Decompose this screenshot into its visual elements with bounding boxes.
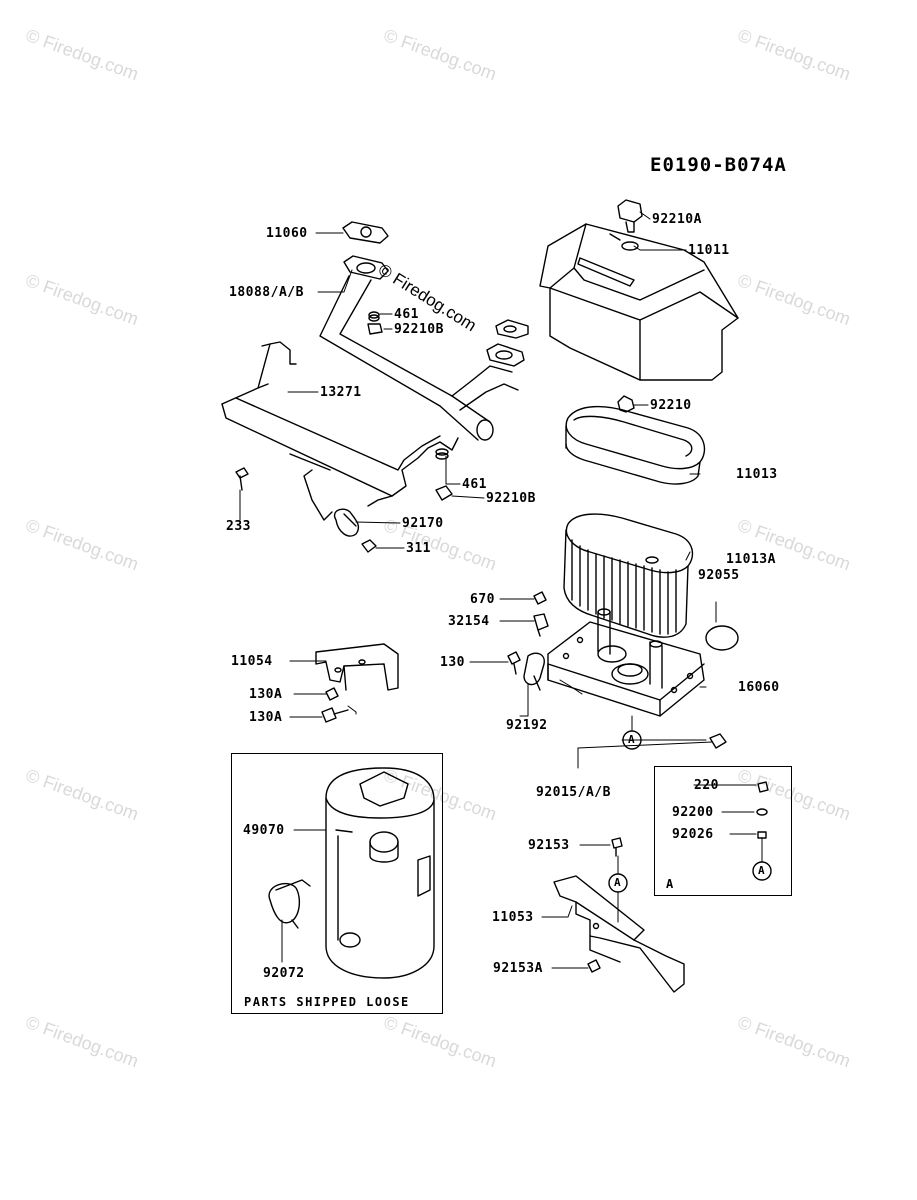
part-label-92210b-a: 92210B — [394, 322, 444, 337]
part-label-92170: 92170 — [402, 516, 444, 531]
bolt-233 — [235, 467, 249, 491]
part-label-461-b: 461 — [462, 477, 487, 492]
fitting-670 — [533, 591, 547, 605]
knob-92210a — [617, 199, 643, 233]
part-label-92210b-b: 92210B — [486, 491, 536, 506]
parts-shipped-loose-box — [231, 753, 443, 1014]
part-label-92072: 92072 — [263, 966, 305, 981]
nut-92210b-a — [367, 323, 383, 335]
oring-92055 — [705, 625, 739, 651]
inset-a-caption: A — [666, 877, 674, 891]
part-label-11054: 11054 — [231, 654, 273, 669]
exhaust-pipe-18088 — [319, 255, 529, 441]
fitting-32154 — [533, 613, 549, 637]
bracket-11054 — [315, 643, 399, 691]
washer-92200 — [756, 808, 768, 816]
part-label-49070: 49070 — [243, 823, 285, 838]
nut-461-a — [368, 311, 380, 322]
bracket-11053 — [553, 875, 685, 993]
nut-92210b-b — [435, 485, 453, 501]
part-label-11011: 11011 — [688, 243, 730, 258]
part-label-11053: 11053 — [492, 910, 534, 925]
bolt-92153a — [587, 959, 601, 973]
nut-311 — [361, 539, 377, 553]
part-label-18088: 18088/A/B — [229, 285, 304, 300]
part-label-220: 220 — [694, 778, 719, 793]
bolt-130 — [507, 651, 521, 675]
diagram-code: E0190-B074A — [650, 154, 787, 176]
callout-letter-inset: A — [758, 864, 766, 877]
bolt-92153 — [611, 837, 623, 857]
inset-a-box — [654, 766, 792, 896]
callout-letter-bracket: A — [614, 876, 622, 889]
cover-11011 — [539, 223, 739, 381]
foam-prefilter-11013 — [565, 405, 706, 485]
clamp-92072 — [268, 879, 311, 929]
part-label-233: 233 — [226, 519, 251, 534]
part-label-13271: 13271 — [320, 385, 362, 400]
part-label-461-a: 461 — [394, 307, 419, 322]
part-label-130a-1: 130A — [249, 687, 283, 702]
gasket-11060 — [342, 221, 389, 244]
leader-lines — [239, 211, 763, 969]
part-label-32154: 32154 — [448, 614, 490, 629]
part-label-92015: 92015/A/B — [536, 785, 611, 800]
bolt-130a-2 — [321, 707, 349, 723]
part-label-92210a: 92210A — [652, 212, 702, 227]
bolt-220 — [757, 781, 769, 793]
part-label-130a-2: 130A — [249, 710, 283, 725]
part-label-670: 670 — [470, 592, 495, 607]
muffler-49070 — [325, 767, 435, 979]
base-16060 — [547, 608, 705, 717]
part-label-92153: 92153 — [528, 838, 570, 853]
part-label-311: 311 — [406, 541, 431, 556]
nut-92015 — [709, 733, 727, 749]
part-label-92192: 92192 — [506, 718, 548, 733]
parts-shipped-loose-caption: PARTS SHIPPED LOOSE — [244, 995, 410, 1009]
part-label-92210: 92210 — [650, 398, 692, 413]
paper-element-11013a — [563, 513, 694, 638]
part-label-16060: 16060 — [738, 680, 780, 695]
hose-92192 — [523, 652, 545, 691]
part-label-11013a: 11013A — [726, 552, 776, 567]
part-label-92153a: 92153A — [493, 961, 543, 976]
part-label-11013: 11013 — [736, 467, 778, 482]
part-label-130: 130 — [440, 655, 465, 670]
clamp-92170 — [333, 508, 360, 537]
part-label-11060: 11060 — [266, 226, 308, 241]
part-label-92055: 92055 — [698, 568, 740, 583]
part-label-92200: 92200 — [672, 805, 714, 820]
nut-461-b — [435, 448, 449, 460]
nut-92026 — [757, 831, 767, 839]
part-label-92026: 92026 — [672, 827, 714, 842]
bracket-13271 — [221, 341, 459, 521]
bolt-130a-1 — [325, 687, 339, 701]
callout-letter-main: A — [628, 733, 636, 746]
